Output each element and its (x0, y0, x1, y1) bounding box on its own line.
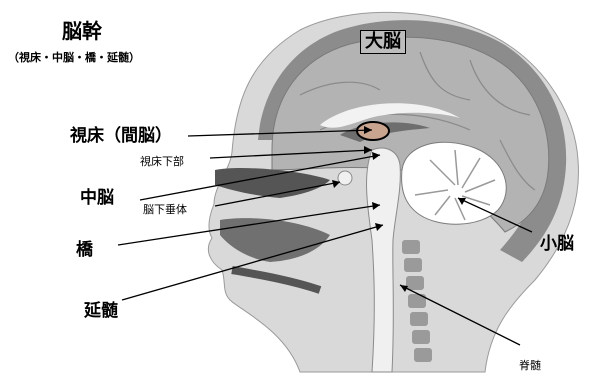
label-pons: 橋 (76, 242, 93, 259)
label-medulla: 延髄 (84, 303, 118, 320)
pituitary-shape (338, 171, 352, 185)
label-midbrain: 中脳 (80, 190, 114, 207)
label-thalamus: 視床（間脳） (70, 128, 172, 145)
label-cerebellum: 小脳 (540, 236, 574, 253)
label-cerebrum: 大脳 (360, 30, 406, 54)
label-hypothalamus: 視床下部 (140, 156, 184, 167)
page-subtitle: （視床・中脳・橋・延髄） (8, 52, 140, 63)
page-title: 脳幹 (62, 21, 102, 41)
label-spinal-cord: 脊髄 (519, 360, 541, 371)
label-pituitary: 脳下垂体 (143, 204, 187, 215)
thalamus-marker (357, 122, 389, 140)
